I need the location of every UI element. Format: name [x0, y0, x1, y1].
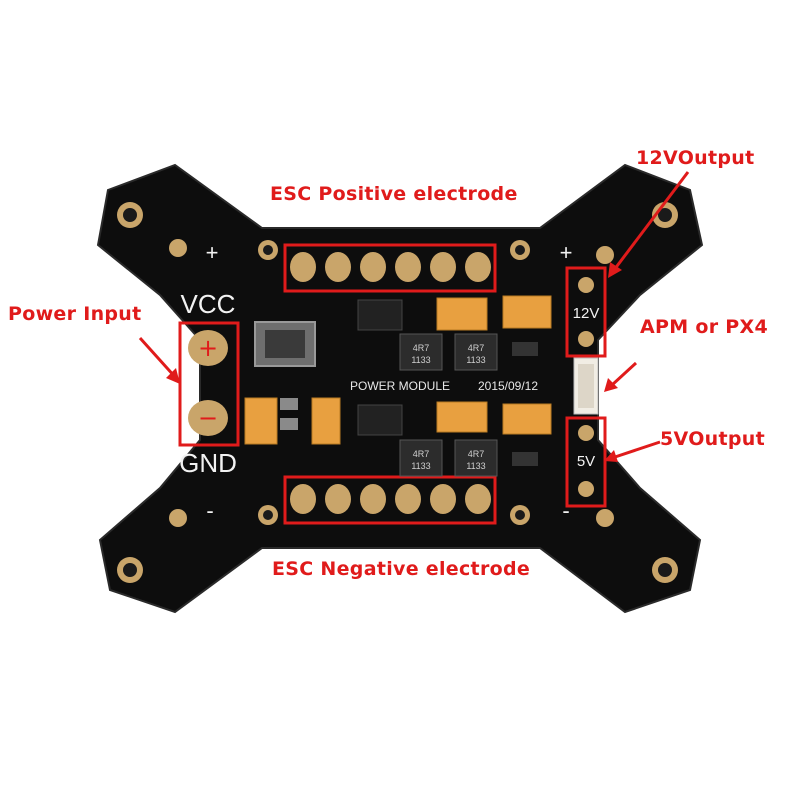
svg-text:+: + — [198, 334, 218, 362]
esc-negative-pads — [283, 475, 497, 525]
output-5v-header — [565, 416, 607, 508]
silk-module-name: POWER MODULE — [350, 379, 450, 393]
inductor-sub-1: 1133 — [411, 355, 430, 365]
annotation-arrows — [138, 171, 690, 462]
esc-positive-pads — [283, 243, 497, 293]
silk-12v: 12V — [573, 305, 600, 322]
silk-plus-left: + — [206, 240, 219, 265]
silk-minus-right: - — [562, 498, 569, 523]
label-esc-negative: ESC Negative electrode — [272, 558, 531, 580]
silk-date: 2015/09/12 — [478, 379, 538, 393]
label-5v-output: 5VOutput — [660, 428, 765, 450]
pcb-board — [96, 163, 704, 614]
silk-plus-right: + — [560, 240, 573, 265]
silk-vcc: VCC — [181, 289, 236, 319]
mounting-holes — [117, 202, 678, 583]
components — [244, 295, 552, 477]
inductor-code-2: 4R7 — [468, 343, 485, 353]
label-12v-output: 12VOutput — [636, 147, 755, 169]
inductor-code-4: 4R7 — [468, 449, 485, 459]
output-12v-header — [565, 266, 607, 358]
inductor-sub-3: 1133 — [411, 461, 430, 471]
inductor-code-3: 4R7 — [413, 449, 430, 459]
inductor-sub-2: 1133 — [466, 355, 485, 365]
label-apm-px4: APM or PX4 — [640, 316, 768, 338]
inductor-code-1: 4R7 — [413, 343, 430, 353]
inductor-sub-4: 1133 — [466, 461, 485, 471]
silk-gnd: GND — [179, 448, 237, 478]
label-esc-positive: ESC Positive electrode — [270, 183, 518, 205]
svg-text:−: − — [198, 404, 218, 432]
label-power-input: Power Input — [8, 303, 142, 325]
silk-5v: 5V — [577, 453, 595, 470]
apm-connector — [573, 357, 599, 415]
silk-minus-left: - — [206, 498, 213, 523]
power-input-pads: + − — [178, 321, 240, 447]
